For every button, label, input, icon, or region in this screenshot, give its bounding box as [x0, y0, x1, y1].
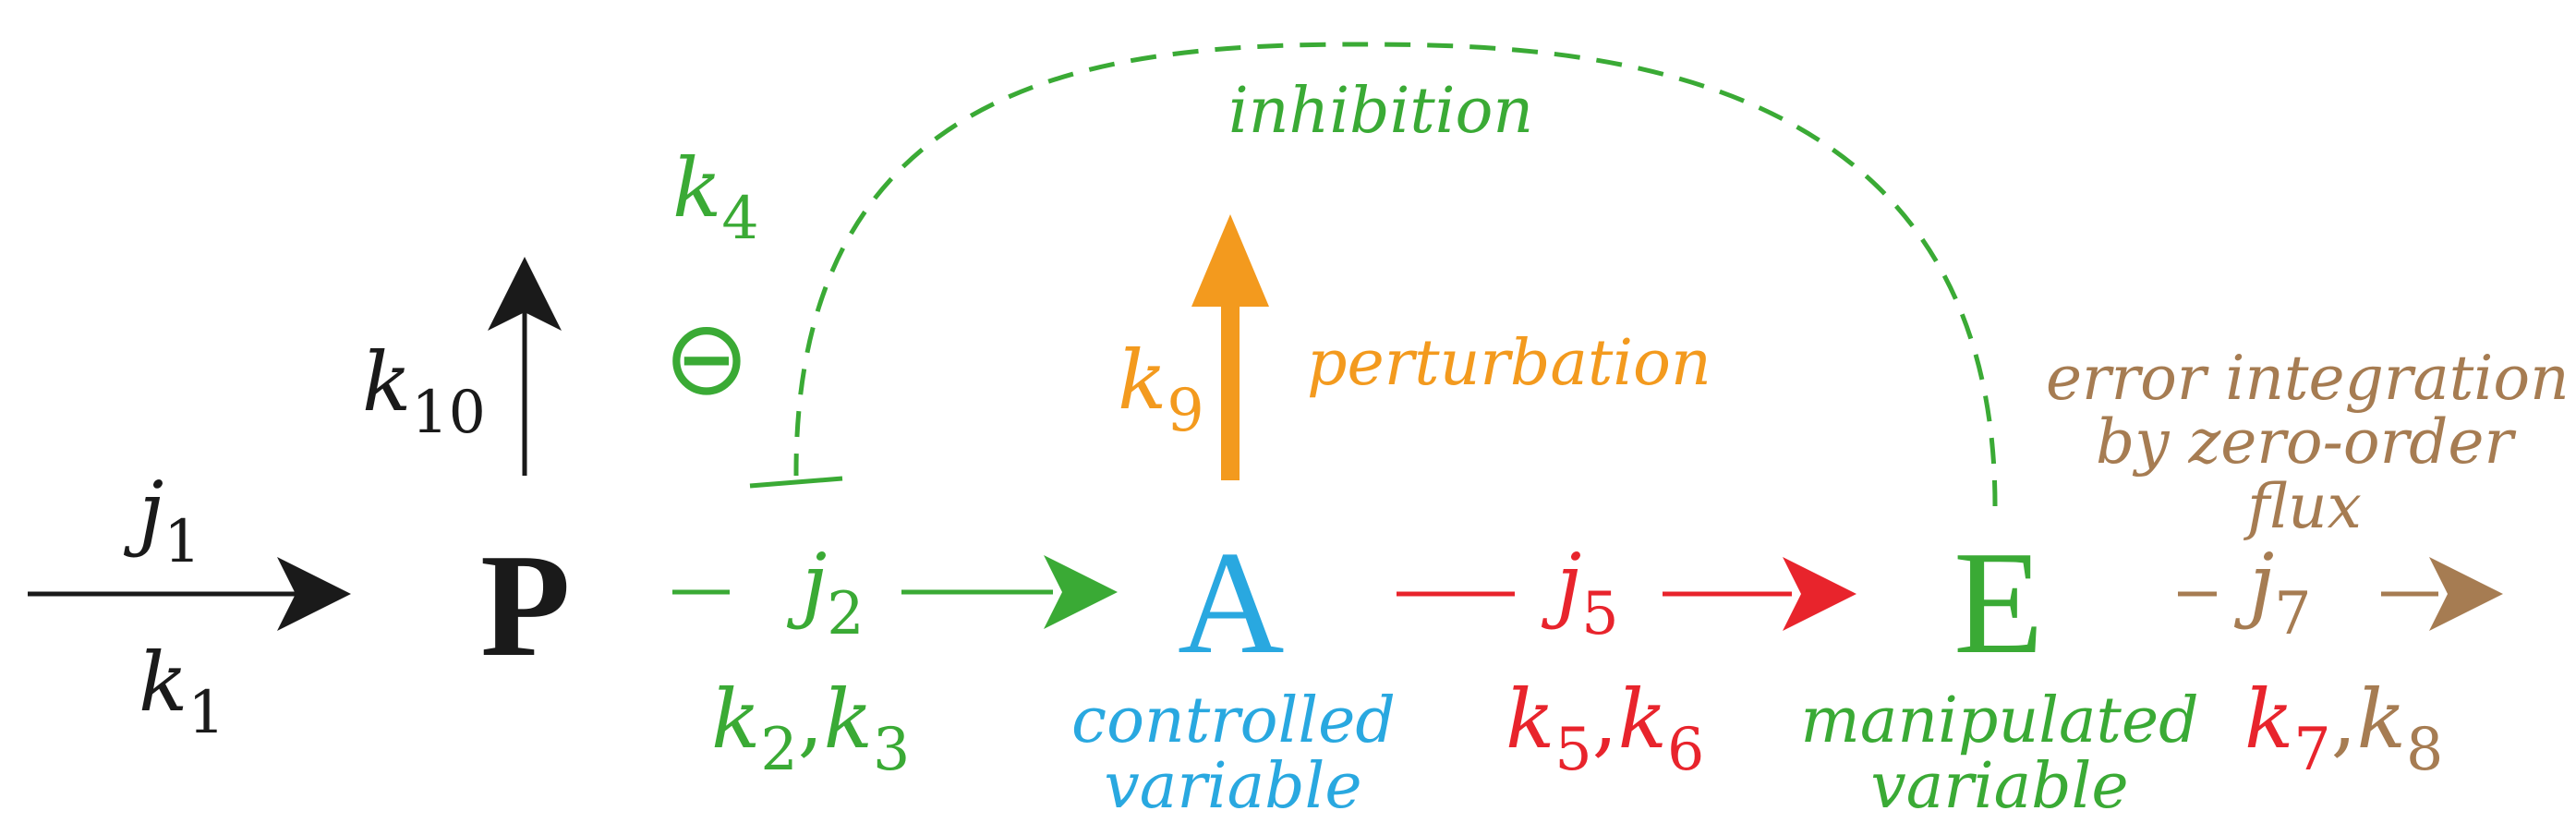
- inflow-arrow-j1: [28, 557, 351, 631]
- node-a: A: [1178, 520, 1285, 684]
- perturbation-arrow-k9: [1191, 214, 1269, 480]
- arrow-p-to-a-j2: [672, 555, 1118, 629]
- controlled-variable-label: controlled variable: [1071, 684, 1396, 823]
- label-k10: k10: [362, 334, 486, 447]
- node-e: E: [1953, 520, 2044, 684]
- perturbation-label: perturbation: [1307, 327, 1711, 400]
- outflow-arrow-k10: [488, 257, 562, 476]
- label-j2: j2: [802, 536, 865, 648]
- label-j1: j1: [139, 464, 201, 576]
- label-k1: k1: [139, 635, 225, 747]
- inhibition-label: inhibition: [1228, 75, 1534, 148]
- error-integration-label: error integration by zero-order flux: [2046, 343, 2570, 542]
- inhibition-minus-icon: ⊖: [663, 298, 750, 418]
- label-k7-k8: k7,k8: [2244, 672, 2444, 784]
- outflow-arrow-j7: [2178, 557, 2503, 631]
- label-j7: j7: [2249, 536, 2312, 648]
- inhibition-feedback-line: [749, 42, 1998, 507]
- node-p: P: [480, 523, 571, 687]
- label-j5: j5: [1556, 536, 1619, 648]
- label-k5-k6: k5,k6: [1506, 672, 1705, 784]
- label-k2-k3: k2,k3: [711, 672, 911, 784]
- label-k9: k9: [1118, 333, 1204, 445]
- manipulated-variable-label: manipulated variable: [1800, 684, 2199, 823]
- arrow-a-to-e-j5: [1397, 557, 1856, 631]
- label-k4: k4: [672, 140, 759, 253]
